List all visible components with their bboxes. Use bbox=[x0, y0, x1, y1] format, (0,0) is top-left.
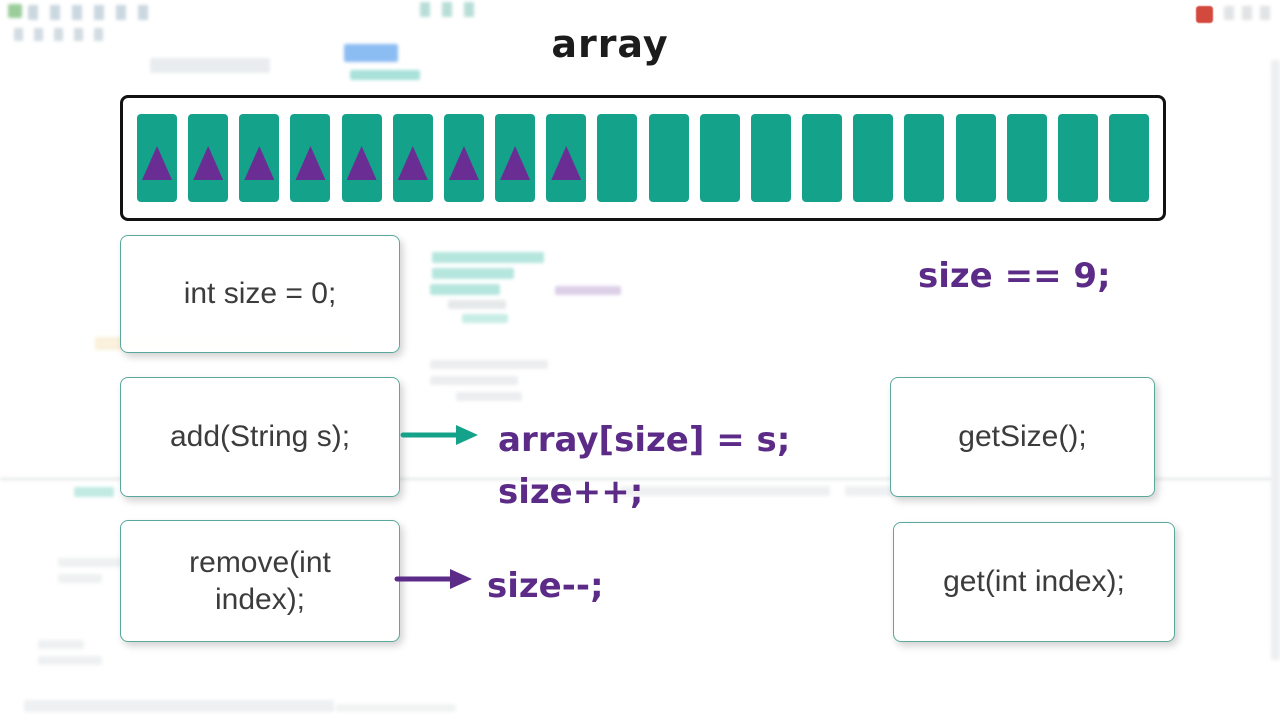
array-slot bbox=[955, 114, 996, 202]
bg-code-line bbox=[462, 314, 508, 323]
bg-toolbar-icons-row bbox=[28, 5, 158, 20]
size-declaration-text: int size = 0; bbox=[183, 277, 337, 311]
bg-code-line bbox=[432, 252, 544, 263]
array-slot bbox=[137, 114, 177, 202]
bg-code-line bbox=[555, 286, 621, 295]
array-slot bbox=[341, 114, 382, 202]
array-element-triangle-icon bbox=[397, 146, 428, 180]
array-slot bbox=[546, 114, 587, 202]
add-method-text: add(String s); bbox=[169, 420, 351, 454]
remove-method-text: remove(int index); bbox=[189, 545, 331, 617]
array-element-triangle-icon bbox=[295, 146, 326, 180]
bg-statusbar bbox=[24, 700, 334, 712]
remove-effect-annotation: size--; bbox=[487, 566, 604, 606]
bg-console-text bbox=[58, 558, 122, 567]
get-method-box: get(int index); bbox=[893, 522, 1175, 642]
array-container bbox=[120, 95, 1166, 221]
bg-code-line bbox=[430, 376, 518, 385]
bg-file-label bbox=[350, 70, 420, 80]
array-slot bbox=[1006, 114, 1047, 202]
get-method-text: get(int index); bbox=[943, 565, 1125, 599]
bg-code-line bbox=[430, 284, 500, 295]
array-slot bbox=[443, 114, 484, 202]
bg-console-text bbox=[58, 574, 102, 583]
bg-editor-active-tab bbox=[344, 44, 398, 62]
add-effect-annotation: array[size] = s; size++; bbox=[498, 414, 790, 518]
bg-console-text bbox=[38, 656, 102, 665]
array-element-triangle-icon bbox=[500, 146, 531, 180]
get-size-method-text: getSize(); bbox=[958, 420, 1087, 454]
bg-editor-tabstrip bbox=[150, 58, 270, 73]
array-slot bbox=[392, 114, 433, 202]
array-slot bbox=[597, 114, 638, 202]
array-slot bbox=[239, 114, 280, 202]
bg-window-icons bbox=[1224, 6, 1274, 20]
bg-code-line bbox=[448, 300, 506, 309]
add-arrow-icon bbox=[400, 425, 478, 445]
add-method-box: add(String s); bbox=[120, 377, 400, 497]
bg-close-icon bbox=[1196, 6, 1213, 23]
add-effect-line1: array[size] = s; bbox=[498, 420, 791, 460]
bg-code-line bbox=[456, 392, 522, 401]
array-element-triangle-icon bbox=[244, 146, 275, 180]
array-slots bbox=[123, 98, 1163, 218]
array-slot bbox=[1108, 114, 1149, 202]
get-size-method-box: getSize(); bbox=[890, 377, 1155, 497]
array-slot bbox=[290, 114, 331, 202]
array-element-triangle-icon bbox=[346, 146, 377, 180]
bg-scrollbar bbox=[1271, 60, 1280, 660]
bg-console-text bbox=[74, 487, 114, 497]
remove-method-box: remove(int index); bbox=[120, 520, 400, 642]
bg-toolbar-icons-row3 bbox=[420, 2, 480, 17]
array-slot bbox=[495, 114, 536, 202]
bg-code-line bbox=[430, 360, 548, 369]
bg-console-text bbox=[38, 640, 84, 649]
size-state-annotation: size == 9; bbox=[918, 256, 1111, 296]
diagram-title: array bbox=[551, 22, 669, 66]
array-slot bbox=[188, 114, 229, 202]
array-slot bbox=[802, 114, 843, 202]
array-slot bbox=[648, 114, 689, 202]
bg-toolbar-icons-row2 bbox=[14, 28, 106, 41]
array-slot bbox=[853, 114, 894, 202]
array-element-triangle-icon bbox=[551, 146, 582, 180]
size-declaration-box: int size = 0; bbox=[120, 235, 400, 353]
array-slot bbox=[750, 114, 791, 202]
array-slot bbox=[1057, 114, 1098, 202]
array-element-triangle-icon bbox=[142, 146, 172, 180]
bg-code-line bbox=[432, 268, 514, 279]
add-effect-line2: size++; bbox=[498, 472, 644, 512]
bg-toolbar-icon bbox=[8, 4, 22, 18]
array-element-triangle-icon bbox=[448, 146, 479, 180]
array-slot bbox=[904, 114, 945, 202]
array-element-triangle-icon bbox=[193, 146, 224, 180]
array-slot bbox=[699, 114, 740, 202]
remove-arrow-icon bbox=[394, 569, 472, 589]
bg-statusbar bbox=[336, 704, 456, 712]
